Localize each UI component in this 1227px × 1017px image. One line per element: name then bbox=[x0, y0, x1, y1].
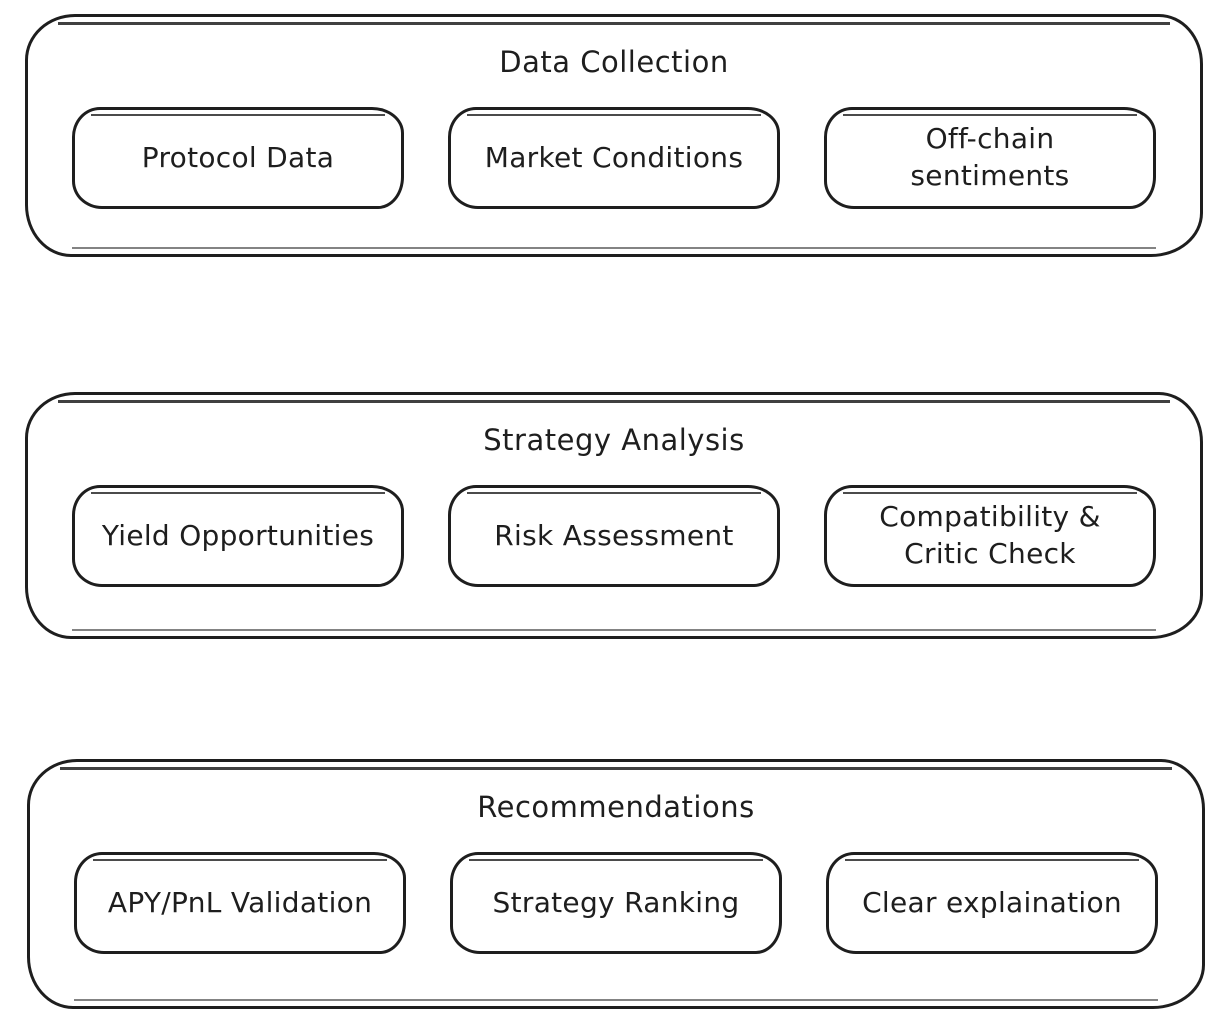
node-off-chain-sentiments: Off-chain sentiments bbox=[824, 107, 1156, 209]
section-title: Strategy Analysis bbox=[483, 423, 745, 457]
section-row: Yield Opportunities Risk Assessment Comp… bbox=[28, 485, 1200, 587]
node-strategy-ranking: Strategy Ranking bbox=[450, 852, 782, 954]
section-row: Protocol Data Market Conditions Off-chai… bbox=[28, 107, 1200, 209]
section-row: APY/PnL Validation Strategy Ranking Clea… bbox=[30, 852, 1202, 954]
section-title: Recommendations bbox=[477, 790, 755, 824]
node-protocol-data: Protocol Data bbox=[72, 107, 404, 209]
node-yield-opportunities: Yield Opportunities bbox=[72, 485, 404, 587]
node-risk-assessment: Risk Assessment bbox=[448, 485, 780, 587]
section-data-collection: Data Collection Protocol Data Market Con… bbox=[25, 14, 1203, 257]
section-title: Data Collection bbox=[499, 45, 729, 79]
node-compatibility-critic-check: Compatibility & Critic Check bbox=[824, 485, 1156, 587]
node-clear-explaination: Clear explaination bbox=[826, 852, 1158, 954]
section-strategy-analysis: Strategy Analysis Yield Opportunities Ri… bbox=[25, 392, 1203, 639]
node-market-conditions: Market Conditions bbox=[448, 107, 780, 209]
section-recommendations: Recommendations APY/PnL Validation Strat… bbox=[27, 759, 1205, 1009]
node-apy-pnl-validation: APY/PnL Validation bbox=[74, 852, 406, 954]
